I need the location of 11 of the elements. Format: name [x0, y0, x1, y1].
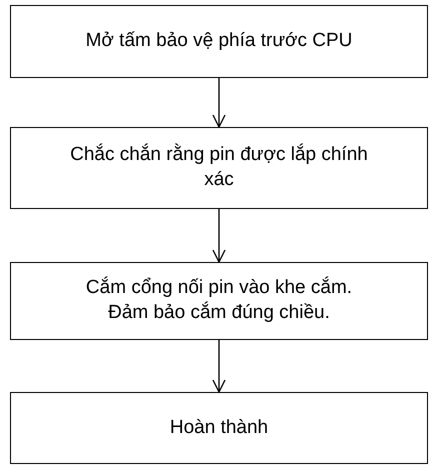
arrow — [212, 78, 226, 128]
process-box — [10, 127, 428, 209]
process-box — [10, 392, 428, 464]
process-box — [10, 5, 428, 78]
process-box — [10, 262, 428, 340]
step-text: Cắm cổng nối pin vào khe cắm. Đảm bảo cắm đúng chiều. — [84, 276, 354, 325]
arrow — [212, 209, 226, 263]
step-text: Chắc chắn rằng pin được lắp chính xác — [69, 143, 369, 192]
step-text: Hoàn thành — [170, 416, 268, 440]
arrow — [212, 340, 226, 393]
step-text: Mở tấm bảo vệ phía trước CPU — [86, 29, 352, 54]
